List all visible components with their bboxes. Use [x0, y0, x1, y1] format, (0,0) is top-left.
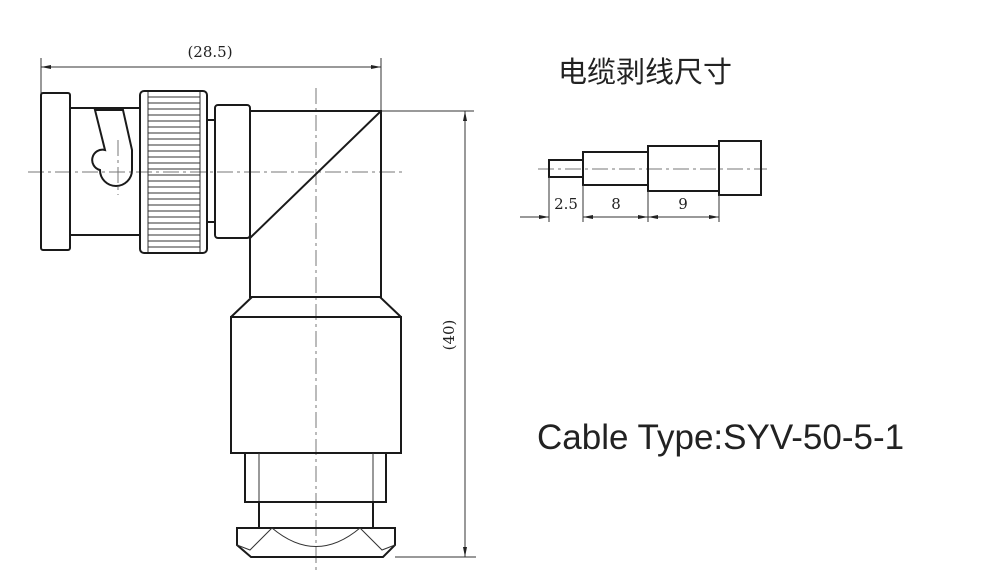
strip-diagram: 电缆剥线尺寸 2.5 8 9 [520, 55, 767, 222]
cable-type-label: Cable Type:SYV-50-5-1 [537, 418, 904, 457]
centerlines [28, 88, 403, 570]
neck [206, 119, 216, 223]
width-dimension-label: (28.5) [187, 43, 232, 61]
strip-title: 电缆剥线尺寸 [558, 55, 732, 89]
height-dimension-label: (40) [440, 320, 458, 351]
height-dimension: (40) [381, 110, 476, 558]
width-dimension: (28.5) [40, 43, 382, 111]
elbow-body [230, 110, 402, 558]
outer-jacket [718, 140, 762, 196]
strip-dim-conductor: 2.5 [554, 195, 578, 213]
bayonet-slot [91, 109, 133, 187]
bnc-plug [40, 90, 251, 254]
strip-dimensions: 2.5 8 9 [520, 177, 720, 222]
strip-dim-dielectric: 8 [611, 195, 621, 213]
strip-dim-braid: 9 [678, 195, 688, 213]
knurl-lines [147, 92, 201, 252]
